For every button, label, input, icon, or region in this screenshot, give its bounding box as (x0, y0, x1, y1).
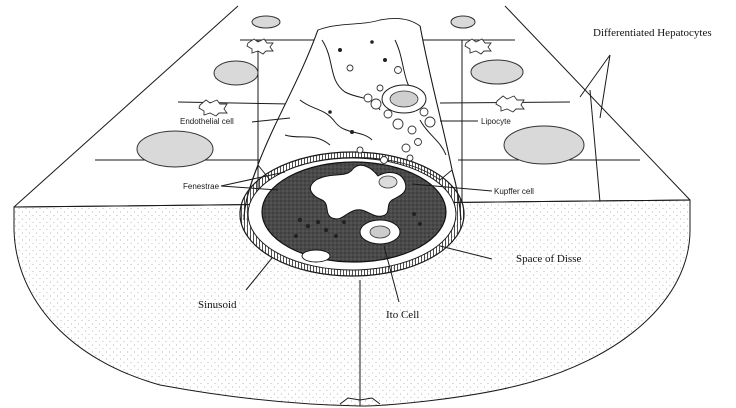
nucleus (451, 16, 475, 28)
nucleus (137, 131, 213, 167)
nucleus (504, 126, 584, 164)
nucleus (471, 60, 523, 84)
label-fenestrae: Fenestrae (183, 182, 220, 191)
label-kupffer-cell: Kupffer cell (494, 187, 534, 196)
label-space-of-disse: Space of Disse (516, 253, 581, 265)
label-differentiated-hepatocytes: Differentiated Hepatocytes (593, 27, 712, 39)
sinusoid-tube (240, 18, 464, 276)
label-ito-cell: Ito Cell (386, 309, 419, 321)
hepatocytes-pointer-left (580, 55, 610, 97)
label-endothelial-cell: Endothelial cell (180, 117, 234, 126)
hepatocytes-pointer-right (600, 55, 610, 118)
nucleus (214, 61, 258, 85)
label-sinusoid: Sinusoid (198, 299, 237, 311)
nucleus (252, 16, 280, 28)
label-lipocyte: Lipocyte (481, 117, 511, 126)
